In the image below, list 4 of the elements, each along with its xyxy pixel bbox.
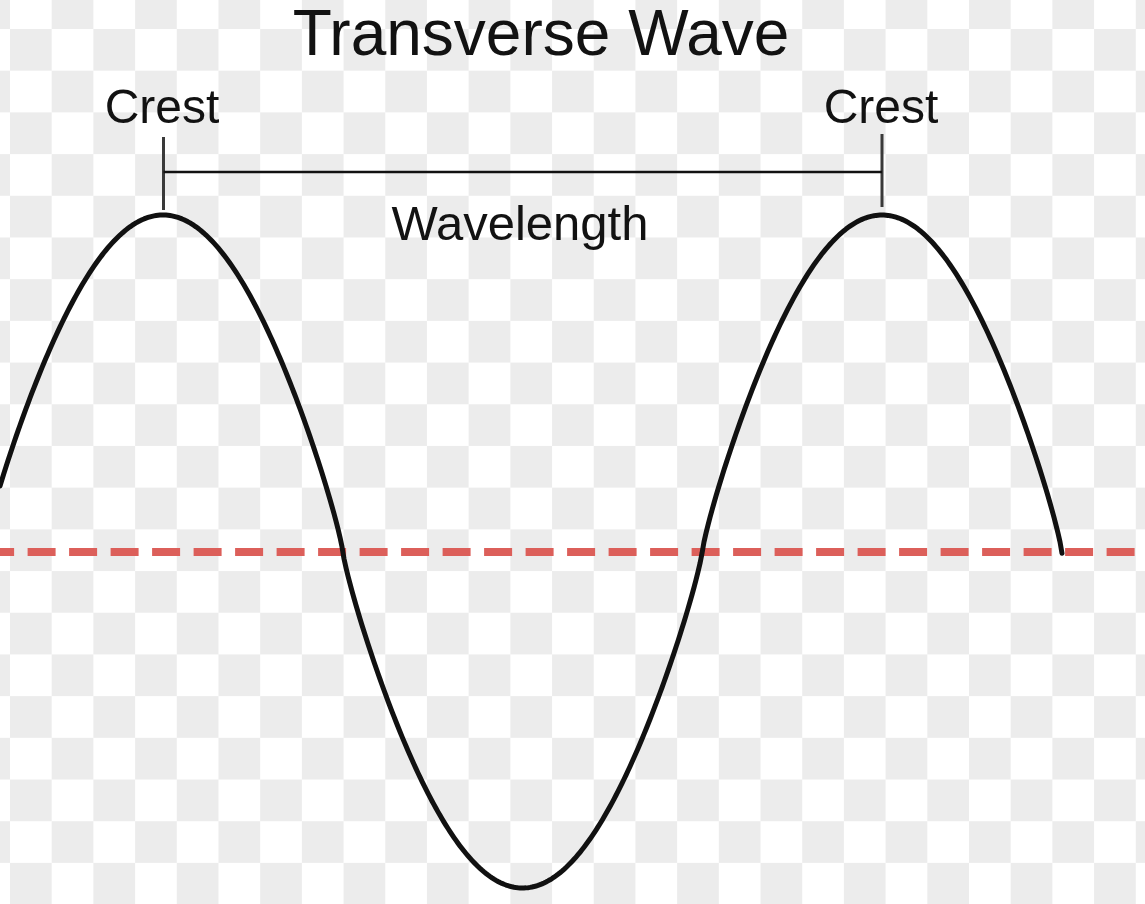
crest-label: Crest [823, 83, 939, 131]
crest-label: Crest [104, 83, 220, 131]
diagram-title: Transverse Wave [292, 1, 790, 65]
dimension-label: Wavelength [391, 199, 649, 248]
